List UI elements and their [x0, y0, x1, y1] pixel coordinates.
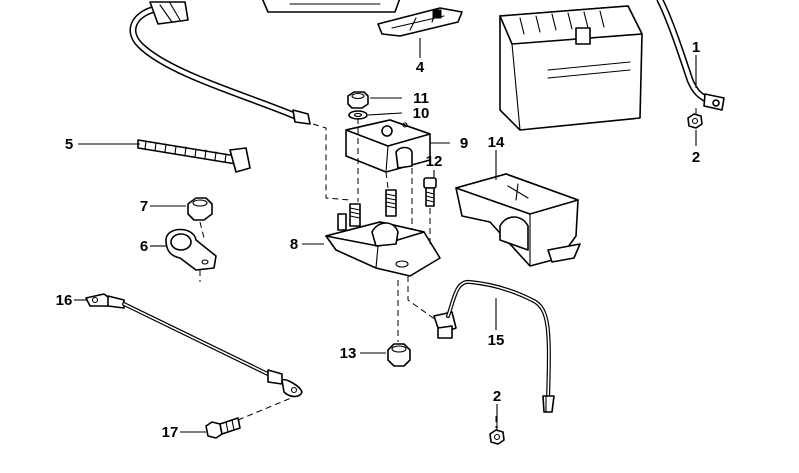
callout-2-upper: 2	[692, 149, 700, 166]
nut-upper	[687, 113, 703, 129]
hex-nut	[347, 91, 369, 109]
callout-13: 13	[340, 345, 357, 362]
callout-14: 14	[488, 134, 505, 151]
callout-6: 6	[140, 238, 148, 255]
hex-bolt	[205, 417, 241, 439]
callout-17: 17	[162, 424, 179, 441]
hex-nut-lower	[387, 343, 411, 367]
callout-9: 9	[460, 135, 468, 152]
ground-cable	[85, 293, 303, 398]
cable-clamp	[165, 228, 217, 271]
callout-labels: 1 2 2 4 5 6 7 8 9 10 11 12 13 14 15 16 1…	[56, 39, 701, 441]
battery-cable-end	[656, 0, 725, 111]
stud-left	[337, 203, 361, 231]
terminal-cover	[345, 119, 431, 173]
callout-15: 15	[488, 332, 505, 349]
callout-11: 11	[413, 90, 429, 107]
callout-1: 1	[692, 39, 700, 56]
leader-lines	[74, 38, 697, 433]
callout-5: 5	[65, 136, 73, 153]
callout-10: 10	[413, 105, 430, 122]
washer	[348, 110, 368, 120]
battery-cover	[455, 173, 581, 267]
cable-holder	[377, 7, 463, 37]
stud-right	[385, 189, 397, 217]
cable-strap	[137, 139, 251, 173]
nut-lower	[489, 429, 505, 445]
callout-4: 4	[416, 59, 425, 76]
callout-16: 16	[56, 292, 73, 309]
collar-nut	[187, 197, 213, 221]
bolt	[423, 177, 437, 207]
callout-8: 8	[290, 236, 298, 253]
callout-12: 12	[426, 153, 443, 170]
ground-strap	[433, 279, 555, 413]
battery	[499, 5, 643, 131]
callout-7: 7	[140, 198, 148, 215]
assembly-lines	[199, 108, 697, 428]
callout-2-lower: 2	[493, 388, 501, 405]
mounting-bracket	[325, 221, 441, 277]
main-battery-cable	[129, 0, 401, 125]
